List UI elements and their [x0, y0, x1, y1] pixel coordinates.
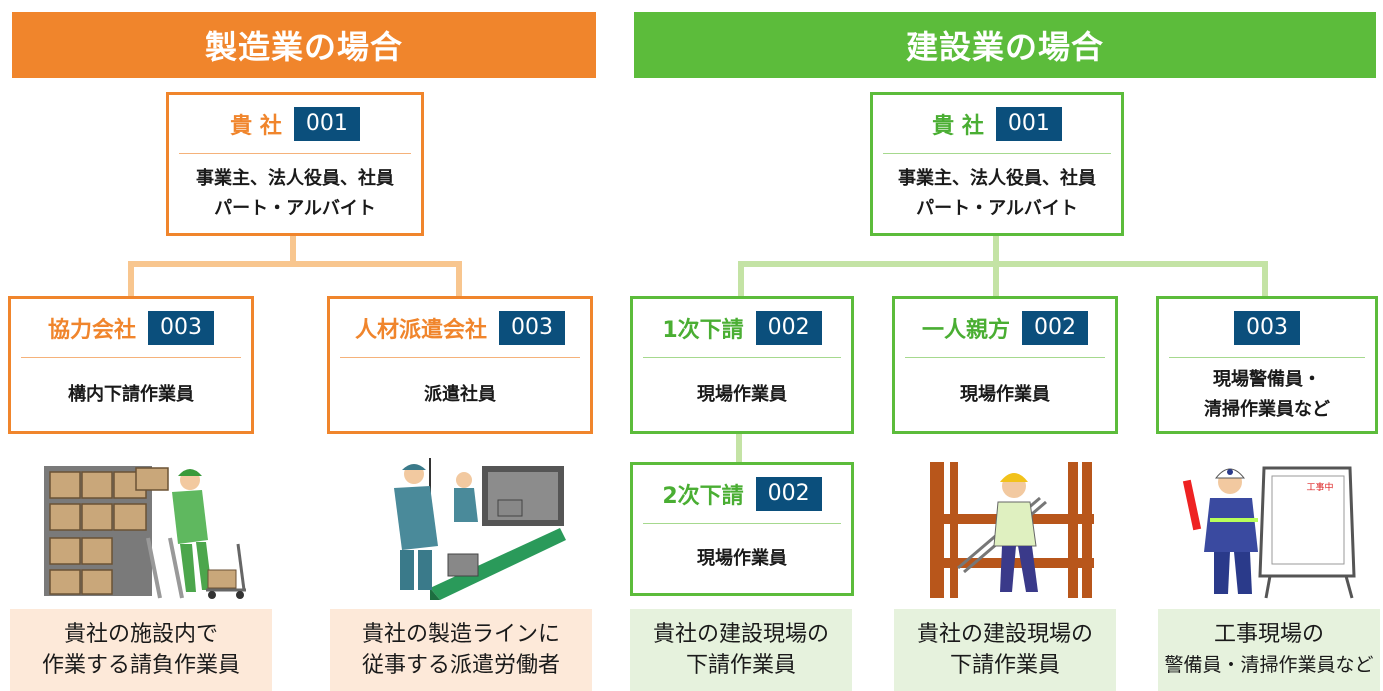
mfg-caption-staffing: 貴社の製造ラインに 従事する派遣労働者 [330, 609, 592, 691]
con-sub2-box: 2次下請 002 現場作業員 [630, 462, 854, 596]
caption-line1: 貴社の施設内で [63, 622, 218, 647]
con-connector-right [1262, 261, 1268, 297]
caption-line1: 貴社の製造ラインに [361, 622, 560, 647]
mfg-partner-box: 協力会社 003 構内下請作業員 [8, 296, 254, 434]
company-desc-line1: 事業主、法人役員、社員 [898, 168, 1096, 189]
company-name: 貴 社 [230, 114, 282, 139]
con-sub1-box: 1次下請 002 現場作業員 [630, 296, 854, 434]
construction-title: 建設業の場合 [905, 28, 1104, 66]
oyakata-desc: 現場作業員 [960, 384, 1050, 405]
sub2-name: 2次下請 [662, 484, 744, 509]
code-badge: 002 [755, 477, 822, 511]
manufacturing-banner: 製造業の場合 [12, 12, 596, 78]
caption-line2: 作業する請負作業員 [41, 653, 240, 678]
code-badge: 002 [1022, 311, 1088, 345]
staffing-name: 人材派遣会社 [354, 318, 487, 343]
con-oyakata-box: 一人親方 002 現場作業員 [892, 296, 1118, 434]
company-desc-line1: 事業主、法人役員、社員 [196, 168, 394, 189]
con-company-box: 貴 社 001 事業主、法人役員、社員 パート・アルバイト [870, 92, 1124, 236]
con-connector-mid [993, 261, 999, 297]
manufacturing-title: 製造業の場合 [204, 28, 403, 66]
mfg-connector-right [456, 261, 462, 297]
con-connector-vertical-top [993, 234, 999, 264]
sub1-name: 1次下請 [662, 318, 744, 343]
code-badge: 001 [995, 107, 1062, 141]
partner-desc: 構内下請作業員 [68, 384, 194, 405]
code-badge: 003 [499, 311, 565, 345]
mfg-connector-vertical-top [290, 234, 296, 264]
con-caption-guard: 工事現場の 警備員・清掃作業員など [1158, 609, 1380, 691]
company-name: 貴 社 [932, 114, 984, 139]
sign-text: 工事中 [1306, 481, 1333, 493]
mfg-company-box: 貴 社 001 事業主、法人役員、社員 パート・アルバイト [166, 92, 424, 236]
con-guard-box: 003 現場警備員・ 清掃作業員など [1156, 296, 1378, 434]
caption-line1: 貴社の建設現場の [916, 622, 1093, 647]
con-caption-oyakata: 貴社の建設現場の 下請作業員 [894, 609, 1116, 691]
code-badge: 003 [148, 311, 214, 345]
guard-desc-line1: 現場警備員・ [1213, 369, 1321, 390]
security-guard-icon: 工事中 [1182, 466, 1356, 599]
caption-line1: 工事現場の [1213, 622, 1324, 647]
warehouse-worker-icon [44, 466, 246, 599]
con-connector-sub [736, 432, 742, 464]
mfg-caption-partner: 貴社の施設内で 作業する請負作業員 [10, 609, 272, 691]
code-badge: 003 [1234, 311, 1300, 345]
guard-desc-line2: 清掃作業員など [1204, 399, 1330, 420]
sub2-desc: 現場作業員 [697, 548, 787, 569]
con-caption-sub: 貴社の建設現場の 下請作業員 [630, 609, 852, 691]
con-connector-left [738, 261, 744, 297]
construction-banner: 建設業の場合 [634, 12, 1376, 78]
staffing-desc: 派遣社員 [424, 384, 496, 405]
caption-line2: 下請作業員 [685, 653, 796, 678]
company-desc-line2: パート・アルバイト [916, 198, 1078, 219]
code-badge: 001 [293, 107, 360, 141]
company-desc-line2: パート・アルバイト [214, 198, 376, 219]
oyakata-name: 一人親方 [921, 318, 1010, 343]
mfg-connector-horizontal [128, 261, 462, 267]
con-connector-horizontal [738, 261, 1268, 267]
caption-line2: 従事する派遣労働者 [361, 653, 560, 678]
mfg-connector-left [128, 261, 134, 297]
caption-line1: 貴社の建設現場の [652, 622, 829, 647]
partner-name: 協力会社 [47, 318, 136, 343]
mfg-staffing-box: 人材派遣会社 003 派遣社員 [327, 296, 593, 434]
sub1-desc: 現場作業員 [697, 384, 787, 405]
factory-line-worker-icon [394, 458, 566, 600]
scaffold-worker-icon [930, 462, 1094, 598]
caption-line2: 警備員・清掃作業員など [1164, 654, 1374, 676]
code-badge: 002 [755, 311, 822, 345]
caption-line2: 下請作業員 [949, 653, 1060, 678]
